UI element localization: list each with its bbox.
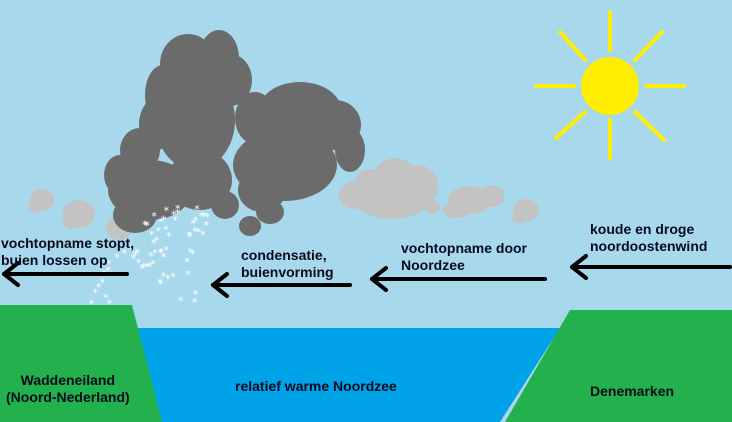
snowflake-icon: * [163,224,169,237]
snowflake-icon: * [158,246,164,259]
snowflake-icon: * [161,270,167,283]
label-condensation-line1: condensatie, [241,247,327,263]
snowflake-icon: * [105,264,111,277]
storm-cloud [104,30,365,236]
snowflake-icon: * [192,296,198,309]
snowflake-icon: * [171,208,177,221]
snowflake-icon: * [144,261,150,274]
snowflake-icon: * [164,204,170,217]
label-condensation: condensatie, buienvorming [241,247,334,281]
snowflake-icon: * [154,234,160,247]
arrow-vochtopname [370,266,547,292]
snowflake-icon: * [150,258,156,271]
snowflake-icon: * [158,278,164,291]
snowflake-icon: * [156,225,162,238]
snowflake-icon: * [187,246,193,259]
snowflake-icon: * [89,298,95,311]
snowflake-icon: * [134,247,140,260]
denemarken-land [505,310,732,422]
label-denmark: Denemarken [590,383,675,399]
snowflake-icon: * [178,295,184,308]
snowflake-icon: * [149,228,155,241]
label-showers-end: vochtopname stopt, buien lossen op [1,235,134,269]
snowflake-icon: * [142,219,148,232]
snowflake-icon: * [193,288,199,301]
snowflake-icon: * [175,203,181,216]
snowflake-icon: * [194,203,200,216]
snowflake-icon: * [161,251,167,264]
label-condensation-line2: buienvorming [241,264,334,280]
label-moisture-uptake-line1: vochtopname door [401,240,528,256]
light-clouds [28,158,539,240]
snowflake-icon: * [114,251,120,264]
snowflake-icon: * [139,262,145,275]
snowflake-icon: * [141,261,147,274]
snowflake-icon: * [184,256,190,269]
snowflake-icon: * [133,249,139,262]
waddeneiland-land [0,305,162,422]
label-wind-source: koude en droge noordoostenwind [590,221,707,255]
noordzee-water [130,328,560,422]
snowflake-icon: * [161,214,167,227]
snowflake-icon: * [175,207,181,220]
snowflake-icon: * [158,246,164,259]
label-wind-source-line2: noordoostenwind [590,238,708,254]
snowflake-icon: * [158,216,164,229]
snowflake-icon: * [192,225,198,238]
snowflake-icon: * [100,276,106,289]
snowflake-icon: * [205,211,211,224]
snowflake-icon: * [107,298,113,311]
label-moisture-uptake-line2: Noordzee [401,257,465,273]
label-wind-source-line1: koude en droge [590,221,695,237]
snowflake-icon: * [136,257,142,270]
snowflake-icon: * [187,230,193,243]
label-island: Waddeneiland (Noord-Nederland) [6,372,130,406]
snowflake-icon: * [170,271,176,284]
snowflake-icon: * [151,210,157,223]
snowflake-icon: * [200,229,206,242]
snowflake-icon: * [165,273,171,286]
sun-icon [534,10,686,160]
snowflake-icon: * [187,229,193,242]
snowflake-icon: * [127,242,133,255]
snowflake-icon: * [157,277,163,290]
snowflake-icon: * [130,252,136,265]
snowflake-icon: * [151,237,157,250]
snowflake-icon: * [93,286,99,299]
label-island-line2: (Noord-Nederland) [6,389,130,405]
snowflake-icon: * [166,230,172,243]
snowflake-icon: * [163,244,169,257]
snow-showers: ****************************************… [89,203,211,311]
label-sea: relatief warme Noordzee [235,378,397,394]
snowflake-icon: * [106,258,112,271]
arrow-condensatie [211,272,352,298]
snowflake-icon: * [148,250,154,263]
label-showers-end-line2: buien lossen op [1,252,108,268]
snowflake-icon: * [190,248,196,261]
snowflake-icon: * [172,214,178,227]
snowflake-icon: * [122,247,128,260]
snowflake-icon: * [96,281,102,294]
snowflake-icon: * [203,219,209,232]
snowflake-icon: * [103,292,109,305]
snowflake-icon: * [191,217,197,230]
snowflake-icon: * [152,247,158,260]
arrow-buien-oplossen [2,261,129,287]
snowflake-icon: * [199,210,205,223]
snowflake-icon: * [201,210,207,223]
arrow-noordoostenwind [570,254,732,280]
snowflake-icon: * [147,261,153,274]
snowflake-icon: * [196,226,202,239]
wind-arrows [2,254,732,298]
snowflake-icon: * [185,268,191,281]
label-moisture-uptake: vochtopname door Noordzee [401,240,527,274]
label-island-line1: Waddeneiland [20,372,116,388]
snowflake-icon: * [144,219,150,232]
light-cloud-right [339,158,539,223]
label-showers-end-line1: vochtopname stopt, [1,235,135,251]
snowflake-icon: * [144,220,150,233]
snowflake-icon: * [193,215,199,228]
